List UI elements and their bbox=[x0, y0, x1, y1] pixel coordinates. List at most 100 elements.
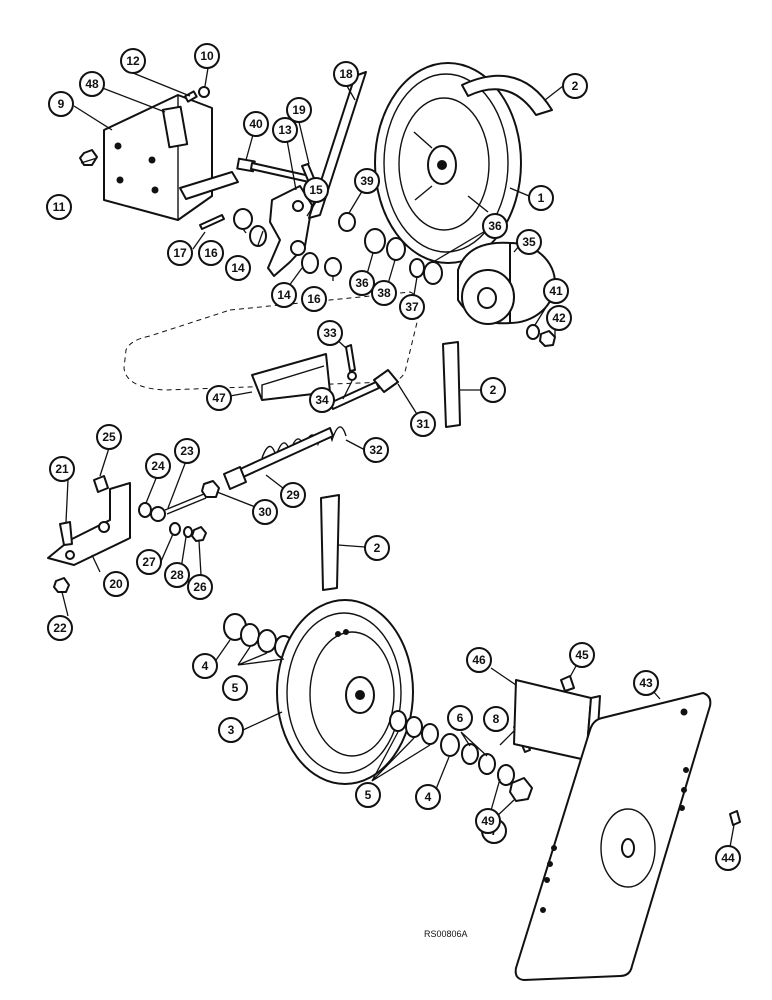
bushing-part bbox=[338, 212, 356, 232]
callout-label: 38 bbox=[377, 286, 391, 300]
callout-41: 41 bbox=[543, 278, 569, 304]
callout-circle bbox=[46, 194, 72, 220]
lower-pulley-part bbox=[276, 599, 414, 785]
callout-label: 11 bbox=[53, 200, 66, 214]
callout-23: 23 bbox=[174, 438, 200, 464]
washer-part bbox=[233, 208, 253, 230]
callout-circle bbox=[410, 411, 436, 437]
callout-label: 8 bbox=[493, 712, 500, 726]
washer-part bbox=[240, 623, 260, 647]
callout-circle bbox=[543, 278, 569, 304]
callout-38: 38 bbox=[371, 280, 397, 306]
callout-43: 43 bbox=[633, 670, 659, 696]
callout-39: 39 bbox=[354, 168, 380, 194]
callout-9: 9 bbox=[48, 91, 74, 117]
callout-5: 5 bbox=[355, 782, 381, 808]
pin-part bbox=[199, 214, 225, 230]
rod-end-part bbox=[223, 466, 247, 490]
callout-circle bbox=[482, 213, 508, 239]
nut-part bbox=[191, 526, 207, 542]
callout-label: 4 bbox=[202, 659, 209, 673]
callout-circle bbox=[355, 782, 381, 808]
callout-11: 11 bbox=[46, 194, 72, 220]
callout-circle bbox=[363, 437, 389, 463]
channel-bracket-part bbox=[261, 365, 325, 400]
callout-circle bbox=[303, 177, 329, 203]
callout-circle bbox=[466, 647, 492, 673]
callout-label: 21 bbox=[55, 462, 69, 476]
callout-label: 16 bbox=[307, 292, 321, 306]
nut-part bbox=[53, 577, 70, 593]
callout-label: 2 bbox=[572, 79, 579, 93]
callout-label: 49 bbox=[481, 814, 495, 828]
bearing-part bbox=[364, 228, 386, 254]
callout-label: 15 bbox=[309, 183, 323, 197]
callout-circle bbox=[528, 185, 554, 211]
callout-label: 9 bbox=[58, 97, 65, 111]
bushing-part bbox=[386, 237, 406, 261]
washer-part bbox=[461, 743, 479, 765]
bushing-part bbox=[440, 733, 460, 757]
washer-part bbox=[405, 716, 423, 738]
callout-label: 1 bbox=[538, 191, 545, 205]
callout-circle bbox=[280, 482, 306, 508]
nut-part bbox=[201, 480, 220, 498]
callout-33: 33 bbox=[317, 320, 343, 346]
callout-36: 36 bbox=[482, 213, 508, 239]
callout-37: 37 bbox=[399, 294, 425, 320]
callout-circle bbox=[136, 549, 162, 575]
callout-26: 26 bbox=[187, 574, 213, 600]
callout-circle bbox=[48, 91, 74, 117]
callout-4: 4 bbox=[192, 653, 218, 679]
callout-label: 4 bbox=[425, 790, 432, 804]
callout-42: 42 bbox=[546, 305, 572, 331]
bolt-part bbox=[345, 344, 356, 372]
callout-circle bbox=[192, 653, 218, 679]
callout-circle bbox=[79, 71, 105, 97]
callout-2: 2 bbox=[562, 73, 588, 99]
callout-circle bbox=[364, 535, 390, 561]
callout-circle bbox=[480, 377, 506, 403]
callout-circle bbox=[546, 305, 572, 331]
callout-label: 2 bbox=[374, 541, 381, 555]
callout-label: 10 bbox=[200, 49, 214, 63]
washer-part bbox=[478, 753, 496, 775]
callout-24: 24 bbox=[145, 453, 171, 479]
callout-label: 41 bbox=[549, 284, 563, 298]
callout-22: 22 bbox=[47, 615, 73, 641]
callout-1: 1 bbox=[528, 185, 554, 211]
callout-label: 46 bbox=[472, 653, 486, 667]
callout-label: 43 bbox=[639, 676, 653, 690]
callout-circle bbox=[633, 670, 659, 696]
callout-circle bbox=[49, 456, 75, 482]
callout-label: 14 bbox=[277, 288, 291, 302]
callout-circle bbox=[206, 385, 232, 411]
callout-13: 13 bbox=[272, 117, 298, 143]
callout-label: 33 bbox=[323, 326, 337, 340]
callout-label: 35 bbox=[522, 235, 536, 249]
callout-30: 30 bbox=[252, 499, 278, 525]
callout-28: 28 bbox=[164, 562, 190, 588]
callout-label: 2 bbox=[490, 383, 497, 397]
callout-35: 35 bbox=[516, 229, 542, 255]
callout-circle bbox=[164, 562, 190, 588]
callout-label: 48 bbox=[85, 77, 99, 91]
callout-29: 29 bbox=[280, 482, 306, 508]
callout-circle bbox=[198, 240, 224, 266]
callout-2: 2 bbox=[480, 377, 506, 403]
callout-label: 28 bbox=[170, 568, 184, 582]
callout-circle bbox=[475, 808, 501, 834]
washer-part bbox=[324, 257, 342, 277]
callout-10: 10 bbox=[194, 43, 220, 69]
callout-label: 5 bbox=[365, 788, 372, 802]
callout-circle bbox=[194, 43, 220, 69]
callout-31: 31 bbox=[410, 411, 436, 437]
callout-label: 26 bbox=[193, 580, 207, 594]
callout-circle bbox=[286, 97, 312, 123]
washer-part bbox=[257, 629, 277, 653]
belt-section-part bbox=[320, 494, 340, 591]
callout-18: 18 bbox=[333, 61, 359, 87]
callout-label: 18 bbox=[339, 67, 353, 81]
callout-circle bbox=[715, 845, 741, 871]
